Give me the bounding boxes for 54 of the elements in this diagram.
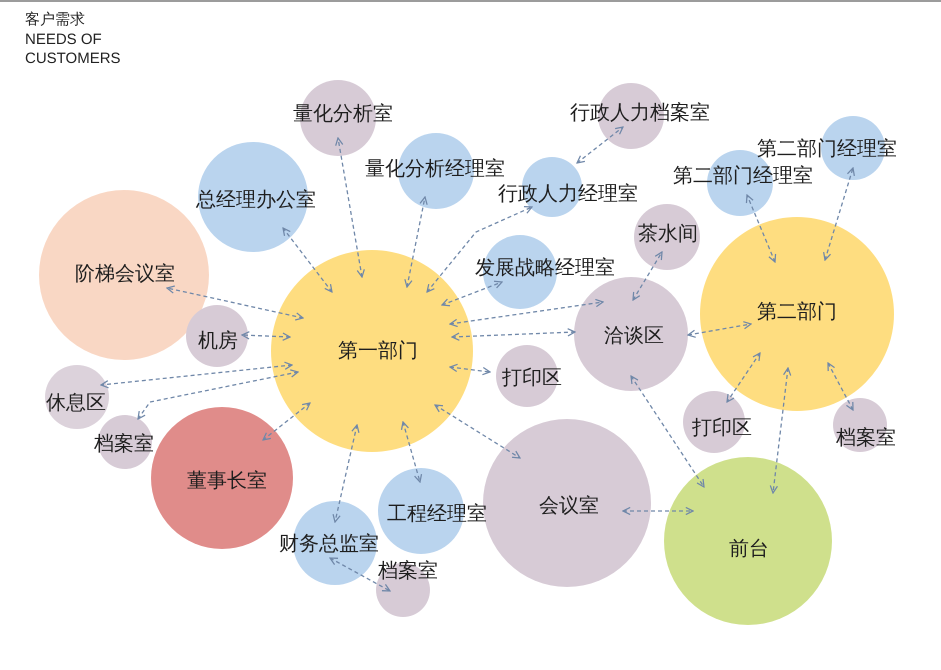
bubble-label: 打印区 bbox=[502, 366, 562, 388]
dashed-arrow bbox=[827, 362, 854, 411]
bubble-label: 第一部门 bbox=[338, 339, 418, 361]
bubble-label: 机房 bbox=[198, 329, 238, 351]
bubble-label: 工程经理室 bbox=[387, 502, 487, 524]
dashed-arrow bbox=[687, 321, 752, 338]
dashed-arrow bbox=[576, 126, 624, 164]
dashed-arrow bbox=[262, 402, 311, 441]
dashed-arrow bbox=[137, 369, 299, 420]
bubble-label: 董事长室 bbox=[187, 469, 267, 491]
dashed-arrow bbox=[434, 404, 521, 459]
dashed-arrow bbox=[241, 331, 291, 341]
bubble-label: 休息区 bbox=[46, 391, 106, 413]
bubble-label: 第二部门经理室 bbox=[673, 164, 813, 186]
bubble-label: 行政人力经理室 bbox=[498, 182, 638, 204]
bubble-label: 会议室 bbox=[539, 494, 599, 516]
dashed-arrow bbox=[400, 421, 422, 483]
dashed-arrow bbox=[449, 298, 604, 328]
title: 客户需求 bbox=[25, 10, 85, 29]
dashed-arrow bbox=[329, 557, 391, 592]
bubble-label: 发展战略经理室 bbox=[475, 256, 615, 278]
bubble-label: 档案室 bbox=[378, 559, 438, 581]
dashed-arrow bbox=[166, 285, 304, 321]
dashed-arrow bbox=[441, 280, 503, 306]
bubble-label: 阶梯会议室 bbox=[75, 262, 175, 284]
dashed-arrow bbox=[335, 137, 365, 278]
bubble-label: 行政人力档案室 bbox=[570, 101, 710, 123]
bubble-label: 量化分析室 bbox=[293, 102, 393, 124]
bubble-label: 洽谈区 bbox=[604, 324, 664, 346]
dashed-arrow bbox=[632, 251, 663, 301]
dashed-arrow bbox=[726, 352, 761, 403]
bubble-label: 茶水间 bbox=[638, 222, 698, 244]
dashed-arrow bbox=[426, 206, 533, 293]
dashed-arrow bbox=[449, 364, 491, 376]
bubble-label: 打印区 bbox=[692, 416, 752, 438]
bubble-label: 量化分析经理室 bbox=[365, 157, 505, 179]
dashed-arrow bbox=[746, 194, 776, 263]
bubble-label: 总经理办公室 bbox=[196, 188, 316, 210]
dashed-arrow bbox=[404, 196, 428, 288]
dashed-arrow bbox=[622, 506, 694, 516]
bubble-label: 第二部门 bbox=[757, 300, 837, 322]
dashed-arrow bbox=[100, 362, 293, 388]
bubble-label: 档案室 bbox=[836, 426, 896, 448]
dashed-arrow bbox=[451, 328, 576, 341]
bubble-label: 财务总监室 bbox=[279, 532, 379, 554]
dashed-arrow bbox=[282, 227, 333, 293]
subtitle: NEEDS OF CUSTOMERS bbox=[25, 30, 122, 68]
dashed-arrow bbox=[630, 375, 705, 488]
dashed-arrow bbox=[823, 167, 855, 261]
dashed-arrow bbox=[770, 367, 792, 494]
bubble-label: 前台 bbox=[729, 537, 769, 559]
dashed-arrow bbox=[332, 424, 360, 523]
bubble-label: 档案室 bbox=[94, 432, 154, 454]
bubble-label: 第二部门经理室 bbox=[757, 137, 897, 159]
